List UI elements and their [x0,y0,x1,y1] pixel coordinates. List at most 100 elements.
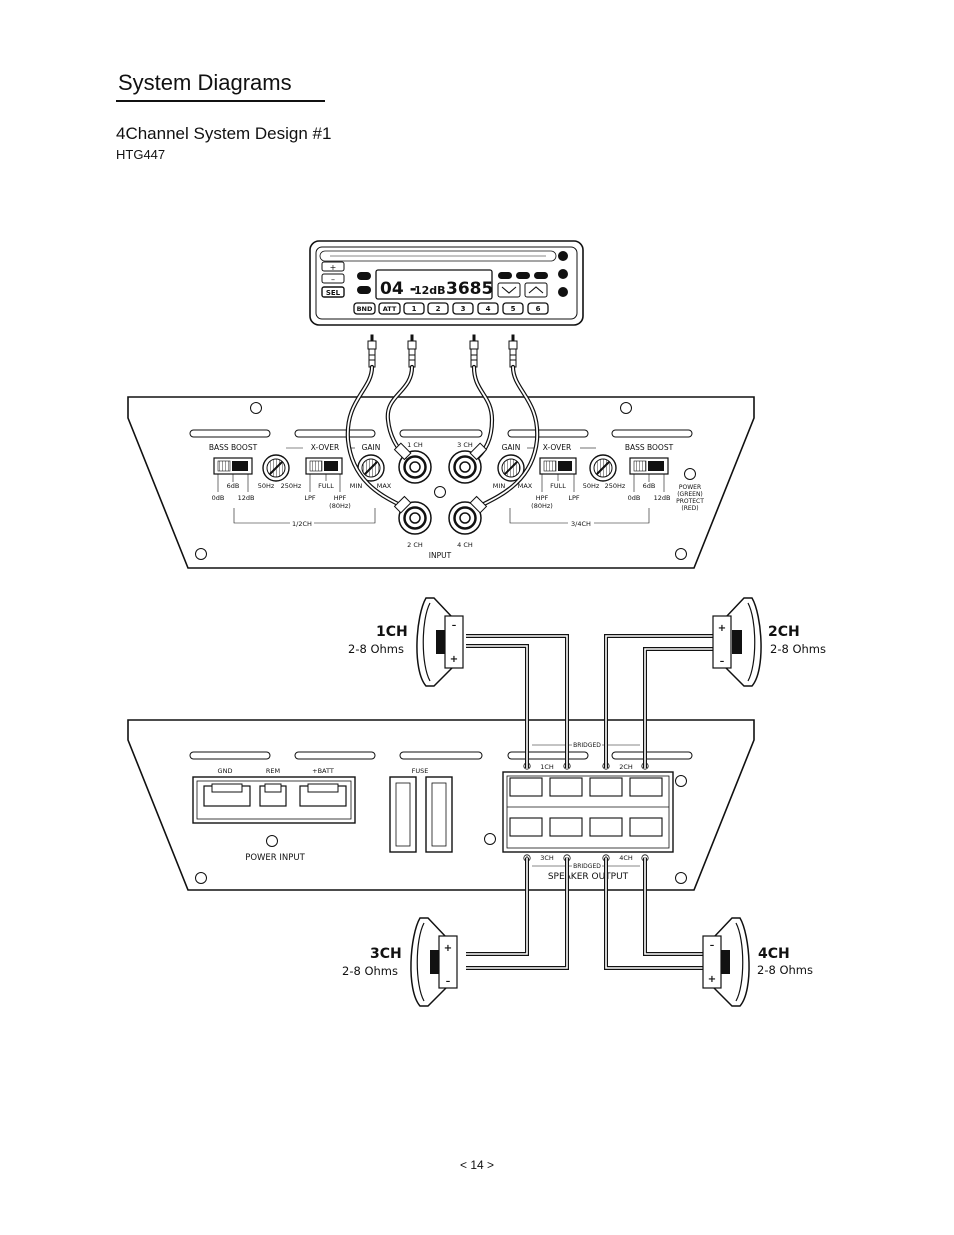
svg-text:250Hz: 250Hz [281,482,302,490]
svg-text:12dB: 12dB [654,494,671,502]
svg-text:3CH: 3CH [540,854,554,862]
svg-text:3/4CH: 3/4CH [571,520,591,528]
display-screen: 04 - 12dB 3685 [375,269,493,300]
svg-text:+: + [330,263,337,272]
svg-text:+: + [708,974,716,985]
svg-text:REM: REM [266,767,280,775]
svg-text:2CH: 2CH [619,763,633,771]
svg-text:2: 2 [436,305,441,313]
svg-text:SEL: SEL [326,289,341,297]
amplifier-output-panel: GND REM +BATT POWER INPUT FUSE [127,719,755,891]
display-main: 04 - [380,279,417,299]
svg-text:+: + [444,943,452,954]
svg-text:(RED): (RED) [681,505,698,512]
minus-button[interactable]: – [321,273,345,284]
gain-label: GAIN [502,443,521,452]
svg-text:50Hz: 50Hz [583,482,600,490]
bass-boost-switch-left[interactable] [213,457,253,492]
indicator-pill [498,272,512,279]
svg-text:2 CH: 2 CH [407,541,423,549]
indicator-pill [516,272,530,279]
page-title: System Diagrams [118,70,292,95]
svg-text:0dB: 0dB [212,494,225,502]
svg-text:–: – [331,275,335,284]
up-arrow-button[interactable] [524,282,548,298]
bass-boost-switch-right[interactable] [629,457,669,492]
speaker-terminal-block[interactable] [502,771,674,853]
svg-text:BND: BND [357,305,373,313]
indicator-pill [357,286,371,294]
svg-text:–: – [446,977,451,987]
section-title: 4Channel System Design #1 [116,124,332,143]
speaker-1ch: – + [416,597,464,687]
svg-text:POWER: POWER [679,484,701,491]
svg-text:250Hz: 250Hz [605,482,626,490]
svg-text:LPF: LPF [304,494,316,502]
plus-button[interactable]: + [321,261,345,272]
speaker-2ch-ohms: 2-8 Ohms [770,642,826,656]
svg-text:(GREEN): (GREEN) [677,491,703,498]
svg-text:MAX: MAX [518,482,533,490]
svg-text:LPF: LPF [568,494,580,502]
power-led [684,468,696,480]
svg-text:BRIDGED: BRIDGED [573,742,601,749]
svg-text:5: 5 [511,305,516,313]
svg-text:–: – [720,657,725,667]
bass-boost-label: BASS BOOST [209,443,258,452]
svg-text:HPF: HPF [536,494,549,502]
crossover-switch-left[interactable] [305,457,343,492]
speaker-2ch-label: 2CH [768,624,800,640]
svg-text:MIN: MIN [350,482,363,490]
x-over-label: X-OVER [543,443,572,452]
svg-text:4: 4 [486,305,491,313]
crossover-switch-right[interactable] [539,457,577,492]
svg-text:1: 1 [412,305,417,313]
title-underline [116,100,325,102]
svg-text:–: – [452,621,457,631]
model-number: HTG447 [116,147,166,162]
svg-text:–: – [710,941,715,951]
svg-text:GND: GND [218,767,233,775]
rca-input-jacks[interactable] [398,450,482,535]
display-db: 12dB [414,284,446,297]
speaker-4ch-ohms: 2-8 Ohms [757,963,813,977]
svg-text:FULL: FULL [318,482,334,490]
gain-label: GAIN [362,443,381,452]
svg-text:1CH: 1CH [540,763,554,771]
down-arrow-button[interactable] [497,282,521,298]
svg-text:FUSE: FUSE [412,767,429,775]
svg-text:+: + [718,623,726,634]
power-input-label: POWER INPUT [245,853,305,863]
svg-text:FULL: FULL [550,482,566,490]
gain-knob-right[interactable] [497,454,525,482]
svg-text:0dB: 0dB [628,494,641,502]
indicator-pill [534,272,548,279]
svg-text:PROTECT: PROTECT [676,498,704,505]
page-number: < 14 > [459,1158,495,1172]
svg-text:1 CH: 1 CH [407,441,423,449]
bass-boost-label: BASS BOOST [625,443,674,452]
x-over-label: X-OVER [311,443,340,452]
svg-text:6: 6 [536,305,541,313]
svg-text:1/2CH: 1/2CH [292,520,312,528]
svg-text:(80Hz): (80Hz) [531,502,553,510]
svg-text:BRIDGED: BRIDGED [573,863,601,870]
speaker-1ch-ohms: 2-8 Ohms [348,642,404,656]
bottom-buttons[interactable]: BND ATT 1 2 3 4 5 6 [353,302,549,315]
speaker-2ch: + – [712,597,762,687]
svg-text:50Hz: 50Hz [258,482,275,490]
power-terminal-block[interactable] [192,776,356,824]
sel-button[interactable]: SEL [321,286,345,298]
gain-knob-left[interactable] [357,454,385,482]
svg-text:3 CH: 3 CH [457,441,473,449]
speaker-4ch-label: 4CH [758,946,790,962]
knob-dot [558,269,568,279]
speaker-4ch: – + [702,917,750,1007]
speaker-3ch-label: 3CH [370,946,402,962]
x-over-knob-left[interactable] [262,454,290,482]
svg-text:+: + [450,654,458,665]
x-over-knob-right[interactable] [589,454,617,482]
svg-text:4CH: 4CH [619,854,633,862]
fuse-holder[interactable] [389,776,453,853]
